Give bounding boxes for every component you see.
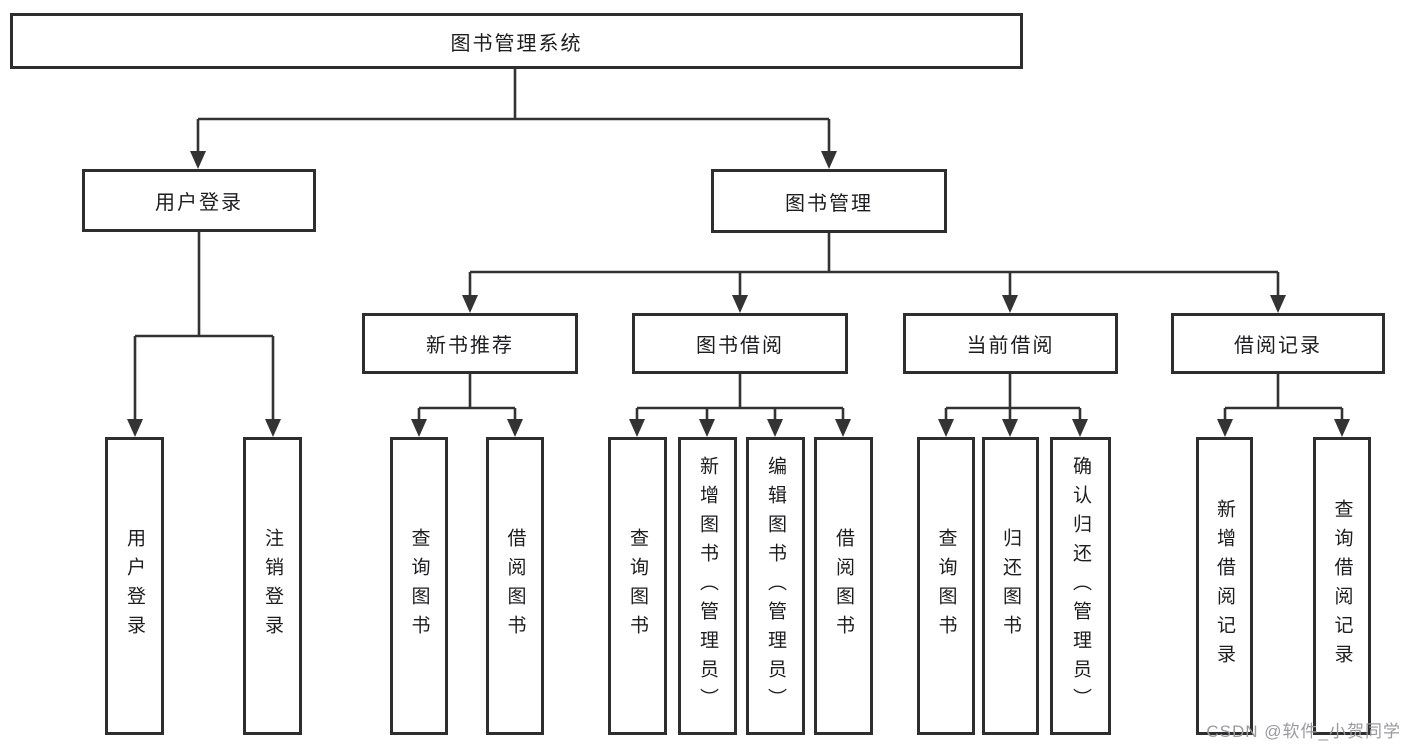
node-leaf-query-book-1: 查询图书 — [390, 437, 448, 735]
connector-book-borrow-to-leaves — [635, 374, 845, 420]
connector-root-to-level2 — [196, 68, 831, 152]
node-library-system-root: 图书管理系统 — [10, 13, 1023, 69]
watermark: CSDN @软件_小贺同学 — [1206, 722, 1401, 741]
node-book-borrow: 图书借阅 — [632, 313, 848, 374]
node-leaf-add-borrow-record: 新增借阅记录 — [1196, 437, 1253, 735]
node-user-login-branch: 用户登录 — [82, 169, 316, 232]
node-leaf-query-borrow-record: 查询借阅记录 — [1313, 437, 1371, 735]
node-leaf-confirm-return-admin: 确认归还（管理员） — [1050, 437, 1111, 735]
node-leaf-logout: 注销登录 — [243, 437, 302, 735]
node-leaf-add-book-admin: 新增图书（管理员） — [678, 437, 737, 735]
connector-user-login-to-leaves — [133, 232, 275, 420]
node-leaf-return-book: 归还图书 — [982, 437, 1039, 735]
connector-book-mgmt-to-groups — [468, 233, 1280, 297]
connector-current-borrow-to-leaves — [944, 374, 1082, 420]
node-leaf-borrow-book-1: 借阅图书 — [486, 437, 544, 735]
node-new-book-recommend: 新书推荐 — [362, 313, 578, 374]
node-leaf-user-login: 用户登录 — [105, 437, 164, 735]
node-leaf-query-book-3: 查询图书 — [917, 437, 975, 735]
connector-borrow-record-to-leaves — [1223, 374, 1344, 420]
node-book-management-branch: 图书管理 — [711, 169, 947, 233]
node-borrow-record: 借阅记录 — [1171, 313, 1385, 374]
node-leaf-borrow-book-2: 借阅图书 — [814, 437, 873, 735]
connector-new-book-to-leaves — [417, 374, 517, 420]
node-leaf-edit-book-admin: 编辑图书（管理员） — [746, 437, 805, 735]
node-current-borrow: 当前借阅 — [903, 313, 1118, 374]
node-leaf-query-book-2: 查询图书 — [608, 437, 667, 735]
